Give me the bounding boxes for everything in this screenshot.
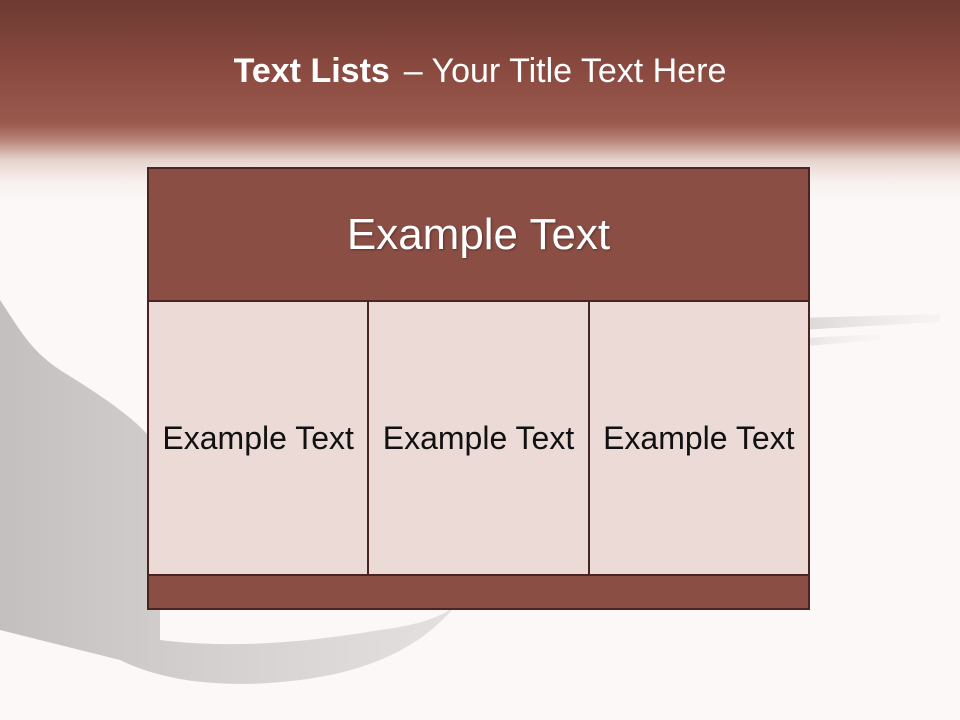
- diagram-footer-bar: [149, 578, 808, 608]
- diagram-column-2[interactable]: Example Text: [367, 302, 588, 576]
- diagram-column-1[interactable]: Example Text: [149, 302, 368, 576]
- slide-title: Text Lists – Your Title Text Here: [0, 52, 960, 91]
- text-list-diagram: Example Text Example Text Example Text E…: [147, 167, 810, 610]
- title-rest-text: – Your Title Text Here: [403, 52, 727, 90]
- diagram-columns-row: Example Text Example Text Example Text: [149, 302, 808, 576]
- diagram-column-3[interactable]: Example Text: [587, 302, 808, 576]
- title-bold-text: Text Lists: [233, 52, 390, 90]
- title-band: [0, 0, 960, 200]
- diagram-header[interactable]: Example Text: [149, 169, 808, 302]
